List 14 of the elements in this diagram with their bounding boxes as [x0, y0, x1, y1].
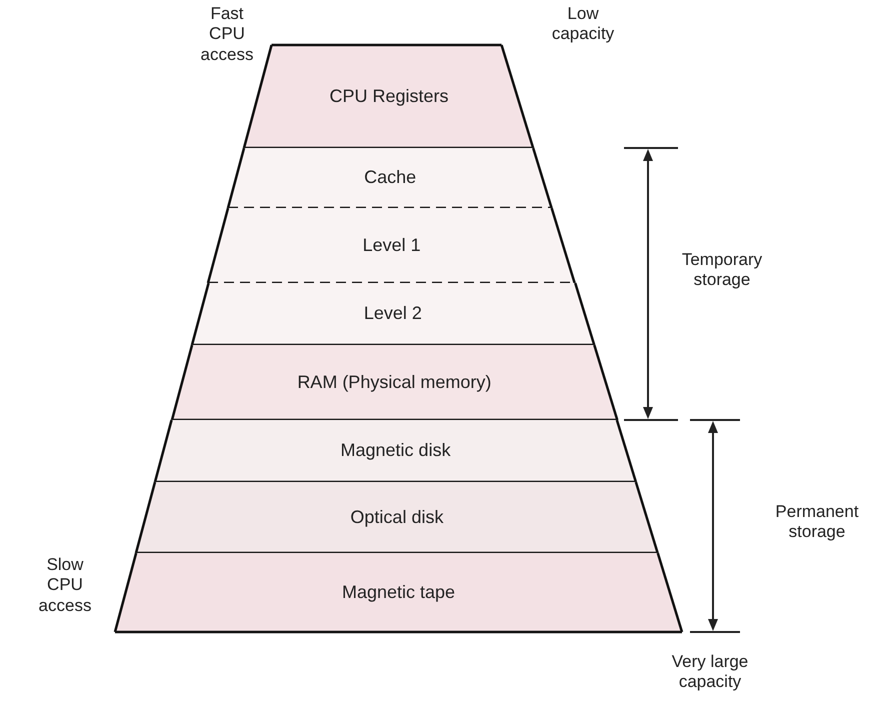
band-label: Level 2	[364, 303, 422, 325]
band-label: RAM (Physical memory)	[297, 372, 492, 394]
band-label: Cache	[364, 167, 416, 189]
annotation-label: Permanent storage	[774, 502, 860, 543]
band-label: Level 1	[362, 234, 421, 256]
annotation-label: Low capacity	[550, 4, 616, 45]
annotation-label: Fast CPU access	[200, 4, 254, 66]
band-label: Magnetic tape	[342, 582, 456, 604]
annotation-label: Temporary storage	[680, 250, 764, 291]
band-label: Magnetic disk	[340, 440, 451, 462]
band-label: CPU Registers	[329, 86, 449, 108]
annotation-label: Very large capacity	[670, 652, 750, 693]
annotation-label: Slow CPU access	[38, 555, 92, 616]
band-label: Optical disk	[350, 506, 444, 528]
